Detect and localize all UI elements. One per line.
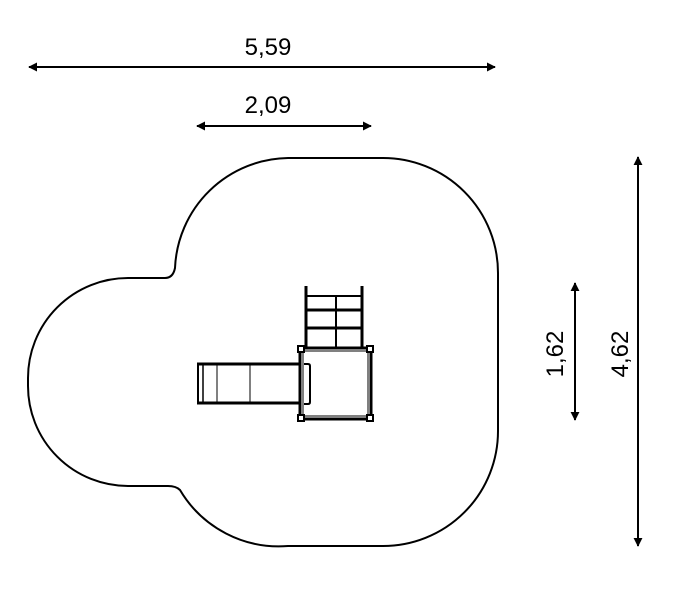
overall-width-label: 5,59 — [245, 34, 292, 61]
equipment-width-label: 2,09 — [245, 92, 292, 119]
safety-zone-outline — [27, 157, 499, 548]
platform — [297, 345, 374, 422]
ladder — [304, 286, 364, 348]
slide — [197, 362, 300, 405]
equipment-depth-label: 1,62 — [542, 331, 569, 378]
overall-depth-label: 4,62 — [607, 331, 634, 378]
